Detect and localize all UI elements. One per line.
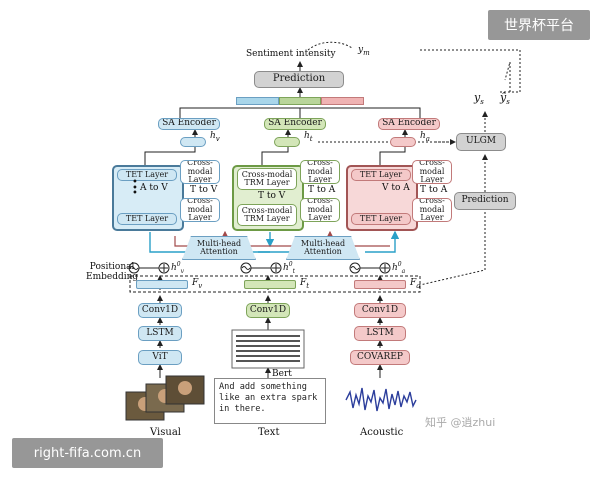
sentiment-label: Sentiment intensity [246,49,336,59]
visual-a-to-v: A to V [140,183,168,193]
h0-visual: h0v [171,261,185,275]
watermark-top: 世界杯平台 [488,10,590,40]
text-t-to-v: T to V [258,191,286,201]
visual-frames [125,375,205,421]
visual-cm-bottom: Cross-modal Layer [180,198,220,222]
feature-text-box [244,280,296,289]
text-t-to-a: T to A [308,185,336,195]
modality-acoustic: Acoustic [360,427,404,438]
h-visual-label: hv [210,131,220,143]
acoustic-tet-top: TET Layer [351,169,411,181]
visual-dots: ••• [132,177,138,199]
h-acoustic-box [390,137,416,147]
modality-visual: Visual [150,427,181,438]
feature-visual-box [136,280,188,289]
side-prediction-box: Prediction [454,192,516,210]
h0-text: h0t [283,261,296,275]
h-text-box [274,137,300,147]
acoustic-t-to-a: T to A [420,185,448,195]
sa-encoder-acoustic: SA Encoder [378,118,440,130]
acoustic-v-to-a: V to A [382,183,410,193]
ys-hat-label: ŷs [500,91,510,107]
visual-tet-bottom: TET Layer [117,213,177,225]
feature-acoustic-label: Fa [410,278,421,290]
acoustic-conv1d: Conv1D [354,303,406,318]
acoustic-waveform [345,387,417,412]
ym-label: ym [358,45,370,57]
h-text-label: ht [304,131,313,143]
acoustic-covarep: COVAREP [350,350,410,365]
visual-conv1d: Conv1D [138,303,182,318]
sa-encoder-text: SA Encoder [264,118,326,130]
feature-acoustic-box [354,280,406,289]
multi-head-attention-2: Multi-head Attention [286,236,360,260]
visual-lstm: LSTM [138,326,182,341]
ulgm-box: ULGM [456,133,506,151]
text-input-sample: And add something like an extra spark in… [214,378,326,424]
visual-vit: ViT [138,350,182,365]
sa-encoder-visual: SA Encoder [158,118,220,130]
text-side-cm-top: Cross-modal Layer [300,160,340,184]
ys-label: ys [474,91,484,107]
multi-head-attention-1: Multi-head Attention [182,236,256,260]
bert-label: Bert [272,369,292,379]
visual-tet-top: TET Layer [117,169,177,181]
text-cm-top: Cross-modal TRM Layer [237,168,297,190]
acoustic-tet-bottom: TET Layer [351,213,411,225]
h-visual-box [180,137,206,147]
watermark-zhihu: 知乎 @逍zhui [425,416,496,429]
prediction-box: Prediction [254,71,344,88]
text-conv1d: Conv1D [246,303,290,318]
acoustic-lstm: LSTM [354,326,406,341]
text-side-cm-bottom: Cross-modal Layer [300,198,340,222]
watermark-bottom: right-fifa.com.cn [12,438,163,468]
concat-bar [236,97,365,105]
acoustic-cm-bottom: Cross-modal Layer [412,198,452,222]
visual-cm-top: Cross-modal Layer [180,160,220,184]
text-cm-bottom: Cross-modal TRM Layer [237,204,297,226]
text-embedding-graphic [231,329,305,369]
acoustic-cm-top: Cross-modal Layer [412,160,452,184]
visual-t-to-v: T to V [190,185,218,195]
h0-acoustic: h0a [392,261,406,275]
h-acoustic-label: ha [420,131,430,143]
feature-visual-label: Fv [192,278,203,290]
modality-text: Text [258,427,280,438]
feature-text-label: Ft [300,278,310,290]
